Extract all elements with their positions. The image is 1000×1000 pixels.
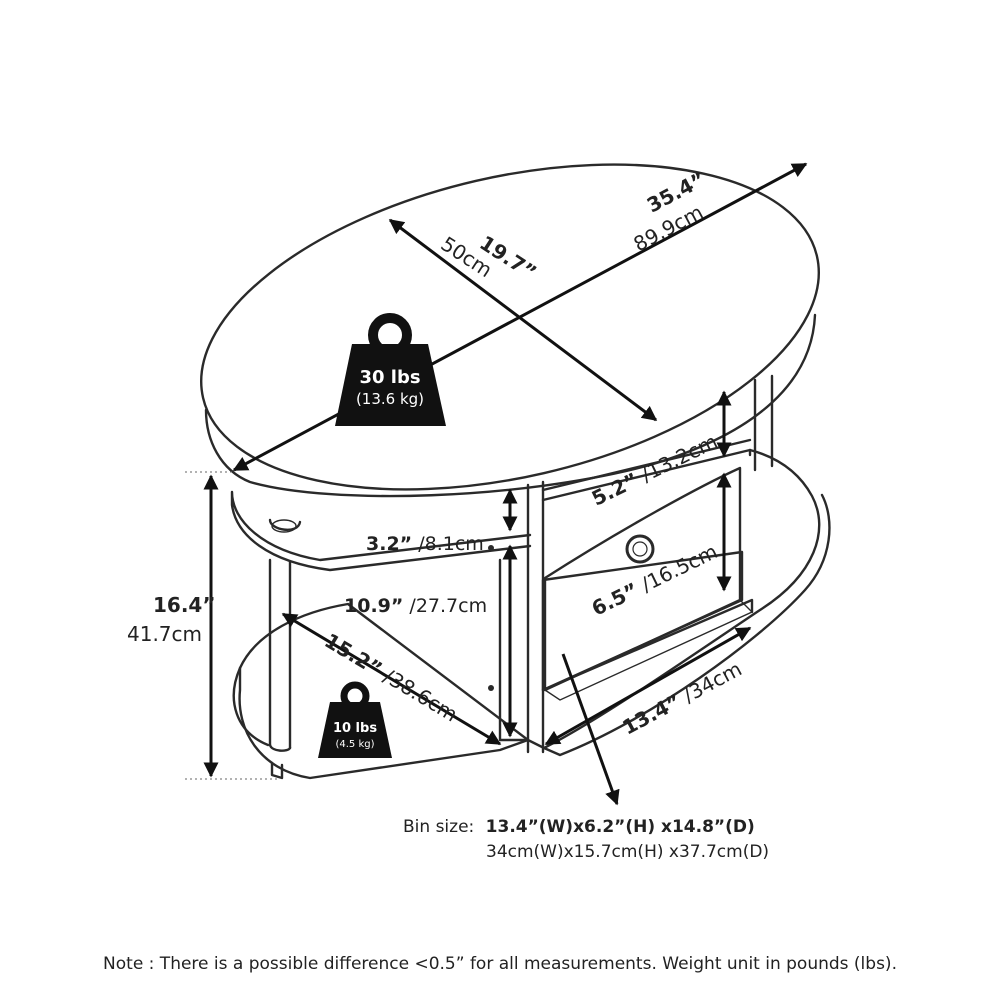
side-shelf xyxy=(230,490,532,572)
bottom-weight-secondary: (4.5 kg) xyxy=(335,739,374,750)
weight-icon xyxy=(335,344,446,426)
left-front-leg xyxy=(268,558,292,750)
oval-tabletop xyxy=(200,163,820,491)
total-height-imperial: 16.4” xyxy=(153,593,216,617)
bin-size-label: Bin size: xyxy=(403,817,474,837)
bin-size-metric: 34cm(W)x15.7cm(H) x37.7cm(D) xyxy=(486,842,769,862)
label-side-shelf: 3.2” /8.1cm xyxy=(366,533,484,555)
label-bin-height: 6.5” /16.5cm xyxy=(588,539,721,620)
weight-badge-bottom: 10 lbs (4.5 kg) xyxy=(318,681,392,758)
weight-badge-top: 30 lbs (13.6 kg) xyxy=(335,313,446,426)
bin-height-imperial: 6.5” xyxy=(588,578,642,621)
weight-icon xyxy=(318,702,392,758)
bottom-weight-primary: 10 lbs xyxy=(333,721,377,736)
bin-size-caption: Bin size: 13.4”(W)x6.2”(H) x14.8”(D) 34c… xyxy=(403,817,769,862)
bottom-depth-metric: /38.6cm xyxy=(379,664,461,727)
lower-shelf-imperial: 10.9” xyxy=(344,595,403,617)
total-height-metric: 41.7cm xyxy=(127,622,202,646)
bin-height-metric: /16.5cm xyxy=(637,539,721,596)
bin-handle-ring xyxy=(625,534,655,564)
label-upper-opening: 5.2” /13.2cm xyxy=(588,429,721,510)
dimension-arrows xyxy=(185,162,808,806)
center-divider xyxy=(526,480,545,754)
label-top-length: 35.4” 89.9cm xyxy=(630,167,710,256)
measurement-note: Note : There is a possible difference <0… xyxy=(103,954,897,974)
svg-text:6.5” /16.5cm: 6.5” /16.5cm xyxy=(588,539,721,620)
svg-text:5.2” /13.2cm: 5.2” /13.2cm xyxy=(588,429,721,510)
side-shelf-imperial: 3.2” xyxy=(366,533,412,555)
lower-shelf-metric: /27.7cm xyxy=(409,595,487,617)
svg-text:13.4” /34cm: 13.4” /34cm xyxy=(618,657,745,740)
top-weight-primary: 30 lbs xyxy=(359,367,420,388)
side-shelf-metric: /8.1cm xyxy=(418,533,484,555)
bottom-depth-imperial: 15.2” xyxy=(320,628,386,681)
label-total-height: 16.4” 41.7cm xyxy=(127,593,216,646)
top-weight-secondary: (13.6 kg) xyxy=(356,390,424,408)
label-lower-shelf: 10.9” /27.7cm xyxy=(344,595,487,617)
svg-text:3.2” /8.1cm: 3.2” /8.1cm xyxy=(366,533,484,555)
bin-size-imperial: 13.4”(W)x6.2”(H) x14.8”(D) xyxy=(486,817,755,837)
svg-text:10.9” /27.7cm: 10.9” /27.7cm xyxy=(344,595,487,617)
label-top-depth: 19.7” 50cm xyxy=(437,231,541,285)
label-bin-width: 13.4” /34cm xyxy=(618,657,745,740)
bottom-shelf xyxy=(232,448,821,750)
svg-text:Bin size: 13.4”(W)x6.2”(: Bin size: 13.4”(W)x6.2”(H) x14.8”(D) xyxy=(403,817,755,837)
